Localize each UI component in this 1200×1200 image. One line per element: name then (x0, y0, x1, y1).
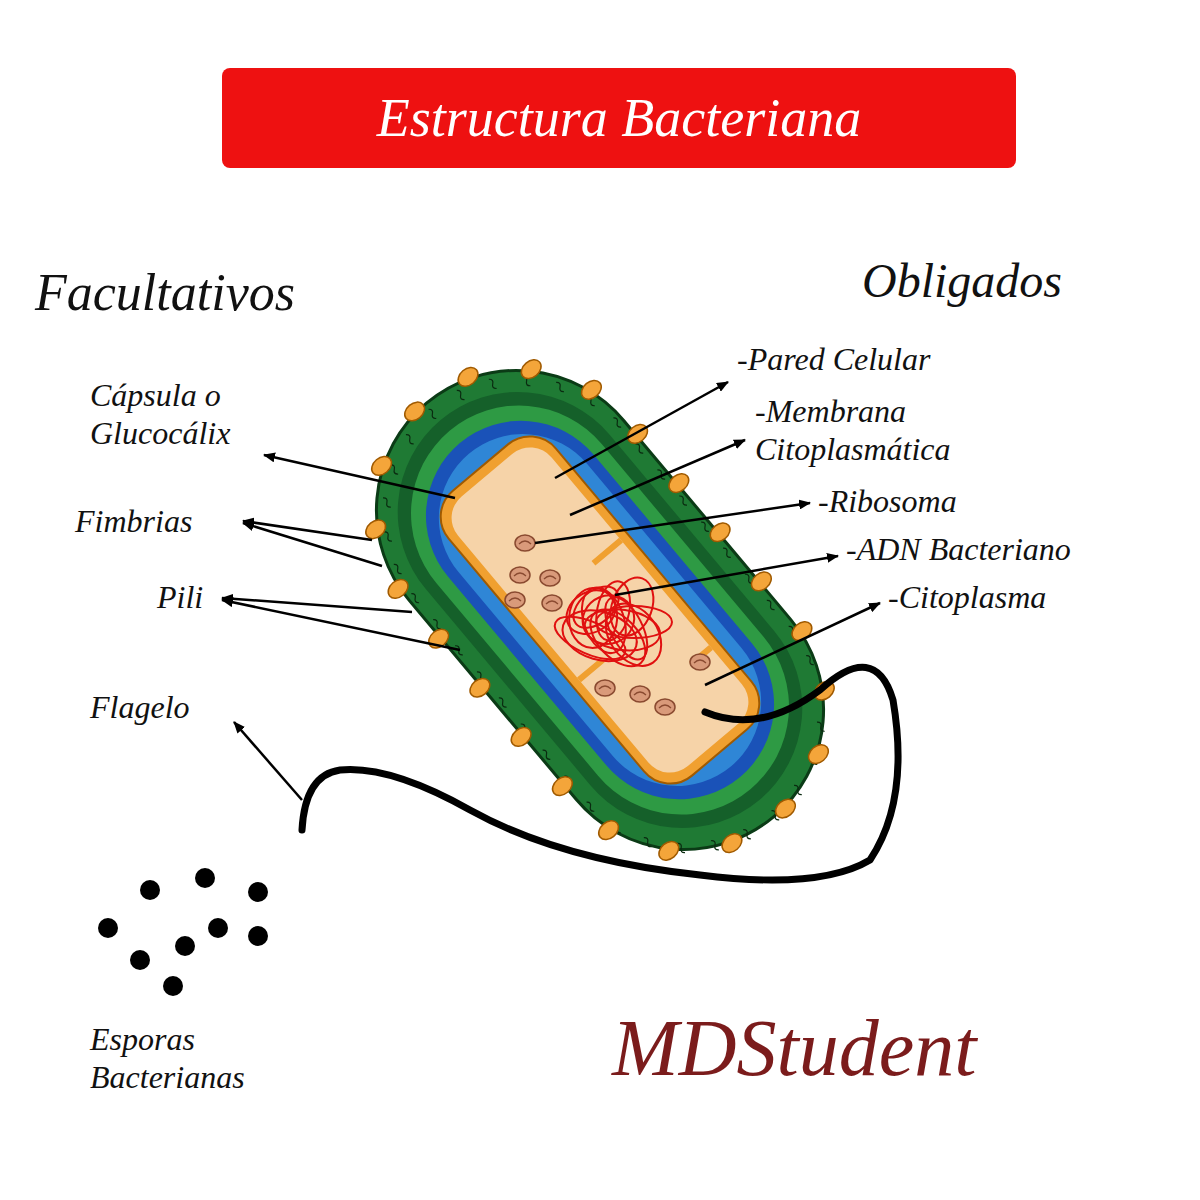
fimbria (765, 599, 776, 611)
side-heading: Facultativos (35, 262, 295, 324)
spore (195, 868, 215, 888)
fimbria (427, 408, 438, 420)
fimbria (497, 697, 508, 709)
fimbria (585, 801, 596, 813)
pilus (454, 364, 481, 390)
fimbria (642, 836, 653, 848)
spore (175, 936, 195, 956)
pilus (665, 470, 692, 496)
pilus (707, 519, 734, 545)
flagellum (302, 667, 898, 880)
ribosome-detail (634, 692, 646, 695)
fimbria (555, 381, 566, 393)
pilus (508, 724, 535, 750)
fimbria (700, 521, 711, 533)
pilus (718, 830, 745, 856)
fimbria (815, 721, 826, 733)
fimbria (634, 443, 645, 455)
ribosome-detail (694, 660, 706, 663)
spore (248, 926, 268, 946)
ribosome-detail (544, 576, 556, 579)
watermark: MDStudent (612, 1000, 976, 1096)
ribosome (630, 686, 650, 702)
ribosome-detail (514, 573, 526, 576)
fimbria (410, 592, 421, 604)
part-label: -Membrana Citoplasmática (755, 392, 1045, 469)
pilus (368, 453, 395, 479)
pilus (385, 576, 412, 602)
pilus (805, 741, 832, 767)
spore (163, 976, 183, 996)
part-label: Esporas Bacterianas (90, 1020, 310, 1097)
fimbria (541, 749, 552, 761)
spore (140, 880, 160, 900)
pilus (595, 817, 622, 843)
part-label: -Ribosoma (818, 482, 957, 520)
part-label: -Citoplasma (888, 578, 1046, 616)
part-label: Fimbrias (75, 502, 192, 540)
ribosomes (505, 535, 710, 715)
part-label: Cápsula o Glucocálix (90, 376, 300, 453)
fimbria (392, 563, 403, 575)
ribosome-detail (509, 598, 521, 601)
ribosome (542, 595, 562, 611)
spores (98, 868, 268, 996)
pilus (578, 377, 605, 403)
pilus (401, 398, 428, 424)
spore (248, 882, 268, 902)
ribosome (540, 570, 560, 586)
fimbria (678, 495, 689, 507)
fimbria (742, 828, 753, 840)
ribosome (510, 567, 530, 583)
ribosome-detail (599, 686, 611, 689)
pilus (655, 838, 682, 864)
fimbria (381, 497, 392, 509)
part-label: -Pared Celular (737, 340, 930, 378)
fimbria (805, 654, 816, 666)
fimbria (710, 839, 721, 851)
spore (98, 918, 118, 938)
ribosome-detail (659, 705, 671, 708)
ribosome (655, 699, 675, 715)
part-label: Pili (157, 578, 203, 616)
ribosome-detail (546, 601, 558, 604)
fimbria (487, 378, 498, 390)
ribosome-detail (519, 541, 531, 544)
fimbria (793, 784, 804, 796)
pilus (466, 675, 493, 701)
spore (208, 918, 228, 938)
part-label: Flagelo (90, 688, 190, 726)
fimbria (455, 389, 466, 401)
fimbria (432, 618, 443, 630)
side-heading: Obligados (862, 252, 1062, 310)
fimbria (612, 417, 623, 429)
part-label: -ADN Bacteriano (846, 530, 1071, 568)
ribosome (595, 680, 615, 696)
spore (130, 950, 150, 970)
pilus (772, 795, 799, 821)
title-text: Estructura Bacteriana (377, 87, 861, 149)
pilus (549, 773, 576, 799)
ribosome (515, 535, 535, 551)
fimbria (722, 547, 733, 559)
fimbria (404, 433, 415, 445)
ribosome (505, 592, 525, 608)
pilus (624, 421, 651, 447)
pilus (518, 356, 545, 382)
ribosome (690, 654, 710, 670)
title-banner: Estructura Bacteriana (222, 68, 1016, 168)
